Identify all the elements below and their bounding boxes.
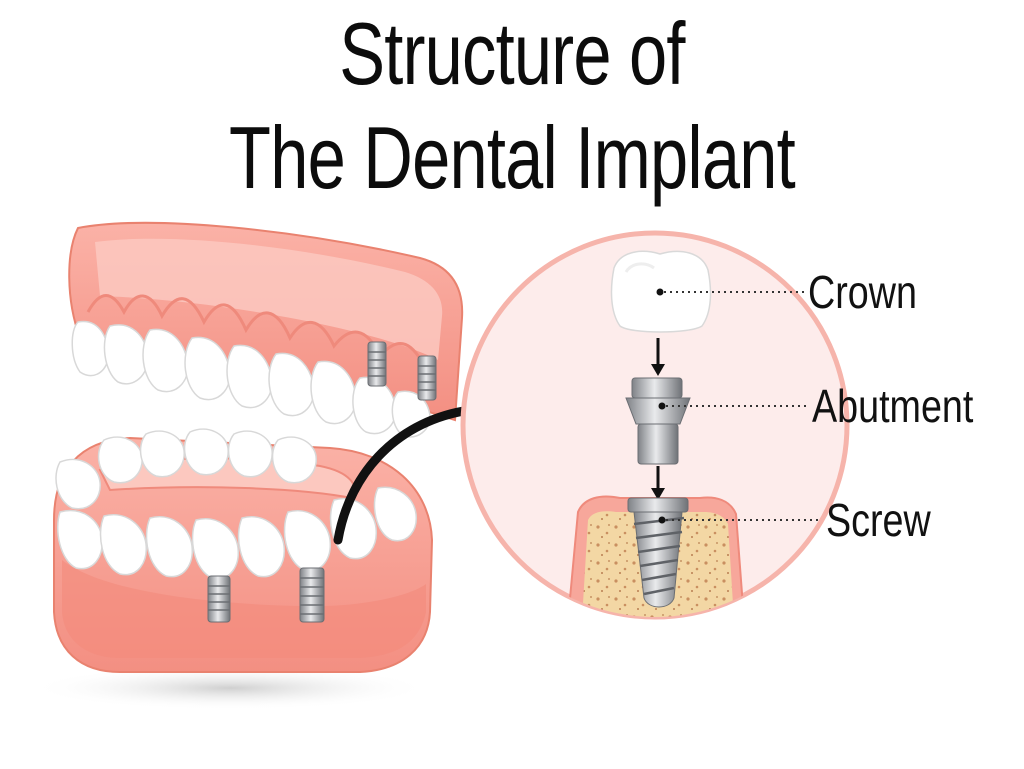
upper-teeth xyxy=(71,320,431,438)
tooth xyxy=(226,344,273,409)
tooth xyxy=(103,324,149,385)
lower-back-teeth xyxy=(55,428,317,510)
tooth xyxy=(145,516,193,578)
tooth xyxy=(310,360,357,425)
lower-implant-screws xyxy=(207,567,325,623)
label-leaders xyxy=(656,288,822,524)
tooth xyxy=(142,328,189,393)
implant-crown xyxy=(191,518,239,580)
tooth xyxy=(97,436,143,484)
crown-label: Crown xyxy=(808,266,917,317)
denture-model xyxy=(53,221,464,673)
tooth xyxy=(237,516,285,578)
screw-label: Screw xyxy=(826,494,931,545)
tooth xyxy=(268,352,315,417)
down-arrow-1 xyxy=(651,338,665,376)
title-line-2: The Dental Implant xyxy=(229,108,796,207)
tooth xyxy=(227,430,273,478)
upper-gum xyxy=(68,221,464,422)
upper-implant-screws xyxy=(367,341,437,401)
abutment-part xyxy=(625,377,691,465)
tooth xyxy=(271,436,317,484)
implant-crown xyxy=(283,510,331,572)
tooth xyxy=(55,458,101,510)
abutment-label: Abutment xyxy=(812,380,974,431)
tooth xyxy=(57,509,103,570)
down-arrow-2 xyxy=(651,466,665,500)
tooth xyxy=(183,428,229,476)
screw-part xyxy=(627,497,689,608)
implant-crown xyxy=(352,376,397,435)
detail-circle xyxy=(460,230,850,620)
tooth xyxy=(71,320,109,377)
tooth xyxy=(139,430,185,478)
jaw-shadow xyxy=(30,666,430,710)
tooth xyxy=(184,336,231,401)
tooth xyxy=(373,486,417,542)
title-line-1: Structure of xyxy=(339,4,685,103)
tooth xyxy=(99,514,147,576)
